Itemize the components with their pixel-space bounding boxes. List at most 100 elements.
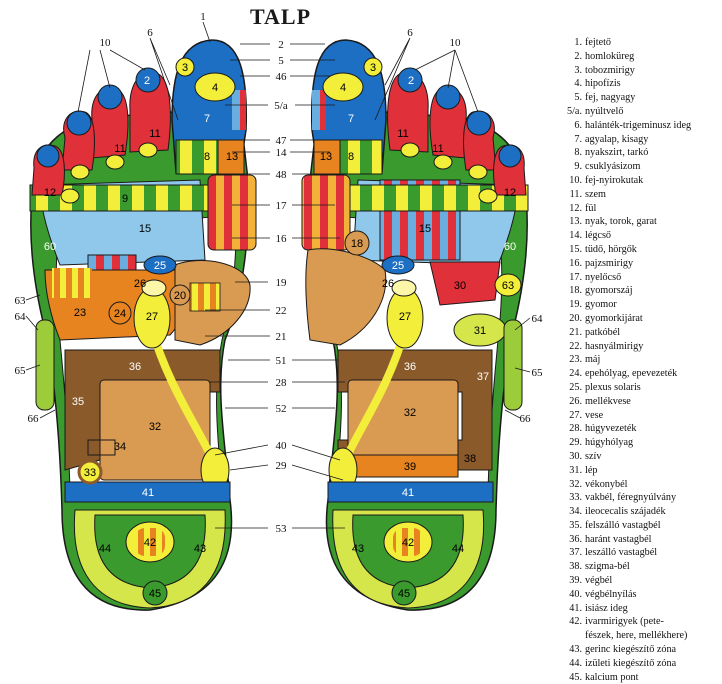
left-gonad-stripe [135, 528, 165, 556]
legend-item-number: 42. [569, 616, 582, 628]
zone-number: 60 [504, 241, 516, 253]
right-pineal [363, 57, 383, 77]
left-esophagus-zone [207, 174, 257, 251]
zone-number: 15 [139, 223, 151, 235]
zone-number: 7 [348, 113, 354, 125]
legend-item: 16.pajzsmirigy [556, 257, 720, 271]
zone-number: 44 [452, 543, 464, 555]
legend-item-text: lép [585, 464, 598, 476]
legend-item: 30.szív [556, 450, 720, 464]
zone-number: 11 [397, 128, 408, 140]
left-big-toe-stripe [232, 90, 246, 130]
legend-item: 20.gyomorkijárat [556, 312, 720, 326]
legend-item-number: 26. [569, 395, 582, 407]
zone-number: 12 [504, 187, 516, 199]
legend-item-text: máj [585, 354, 601, 366]
left-ear-zone-b [60, 188, 80, 204]
diagram-title: TALP [250, 4, 312, 29]
right-throat-zone [313, 139, 341, 175]
legend-item-text: leszálló vastagbél [585, 547, 658, 559]
right-adrenal [391, 279, 417, 297]
legend-item-number: 38. [569, 561, 582, 573]
callout-label: 47 [276, 135, 288, 147]
legend-item: 1.fejtető [556, 36, 720, 50]
legend-item-text: mellékvese [585, 395, 631, 407]
zone-number: 39 [404, 461, 416, 473]
legend-item-text: szigma-bél [585, 561, 630, 573]
legend-item: fészek, here, mellékhere) [556, 629, 720, 643]
zone-number: 38 [464, 453, 476, 465]
legend-item: 38.szigma-bél [556, 560, 720, 574]
left-side-band [35, 319, 55, 411]
legend-item: 31.lép [556, 464, 720, 478]
legend-item-text: végbélnyílás [585, 588, 637, 600]
zone-number: 32 [149, 421, 161, 433]
right-side-band [503, 319, 523, 411]
center-callout-lines [25, 21, 531, 529]
legend-item-text: homloküreg [585, 50, 635, 62]
legend-item: 15.tüdő, hörgők [556, 243, 720, 257]
zone-number: 35 [72, 396, 84, 408]
legend-item-text: felszálló vastagbél [585, 519, 661, 531]
legend-item: 14.légcső [556, 229, 720, 243]
right-toe-2 [387, 71, 429, 153]
legend-item-text: halánték-trigeminusz ideg [585, 119, 692, 131]
legend-item: 21.patkóbél [556, 326, 720, 340]
right-solar-plexus [381, 255, 415, 275]
legend-item: 43.gerinc kiegészítő zóna [556, 643, 720, 657]
legend-item-text: gerinc kiegészítő zóna [585, 644, 677, 656]
legend-item-text: nyakszirt, tarkó [585, 147, 649, 159]
zone-number: 8 [204, 151, 210, 163]
legend-item-text: fészek, here, mellékhere) [585, 630, 688, 642]
legend-item: 4.hipofízis [556, 77, 720, 91]
legend-item-number: 18. [569, 285, 582, 297]
legend-item-number: 16. [569, 257, 582, 269]
zone-number: 25 [392, 260, 404, 272]
zone-number: 12 [44, 187, 56, 199]
left-pineal [175, 57, 195, 77]
legend-item: 39.végbél [556, 574, 720, 588]
legend-item-number: 23. [569, 354, 582, 366]
legend-item-text: agyalap, kisagy [585, 133, 649, 145]
legend-item: 45.kalcium pont [556, 671, 720, 684]
zone-number: 43 [194, 543, 206, 555]
legend-item: 32.vékonybél [556, 478, 720, 492]
zone-number: 3 [182, 62, 188, 74]
legend-item-number: 11. [569, 188, 582, 200]
zone-number: 11 [432, 143, 443, 155]
legend-item-number: 33. [569, 492, 582, 504]
legend-item-number: 14. [569, 230, 582, 242]
callout-label: 65 [532, 367, 544, 379]
left-adrenal [141, 279, 167, 297]
legend-item-text: szív [585, 450, 602, 462]
legend-item-text: húgyhólyag [585, 437, 634, 449]
legend-item-text: húgyvezeték [585, 423, 637, 435]
legend-item: 42.ivarmirigyek (pete- [556, 615, 720, 629]
left-sciatic-band [64, 481, 231, 503]
legend-item-text: plexus solaris [585, 381, 641, 393]
callout-label: 52 [276, 403, 287, 415]
right-ear-zone-b [478, 188, 498, 204]
zone-number: 11 [149, 128, 160, 140]
left-appendix [77, 459, 103, 485]
legend-item: 5.fej, nagyagy [556, 91, 720, 105]
legend-item: 10.fej-nyirokutak [556, 174, 720, 188]
zone-number: 42 [402, 537, 414, 549]
zone-number: 36 [404, 361, 416, 373]
callout-label: 19 [276, 277, 288, 289]
zone-number: 2 [144, 75, 150, 87]
legend-item-number: 37. [569, 547, 582, 559]
right-pituitary [322, 72, 364, 102]
center-callout-labels: 1 2 5 46 5/a 47 14 48 17 16 19 22 21 51 … [15, 11, 544, 535]
legend-item-text: hasnyálmirigy [585, 340, 644, 352]
legend-item-text: isiász ideg [585, 602, 628, 614]
legend-item-number: 31. [569, 464, 582, 476]
left-ear-zone-a [70, 164, 90, 180]
callout-label: 46 [276, 71, 288, 83]
legend-item-text: fül [585, 202, 597, 214]
zone-number: 25 [154, 260, 166, 272]
callout-label: 6 [407, 27, 413, 39]
left-bile-duct [108, 301, 132, 325]
legend-item-number: 21. [569, 326, 582, 338]
legend-item: 23.máj [556, 353, 720, 367]
